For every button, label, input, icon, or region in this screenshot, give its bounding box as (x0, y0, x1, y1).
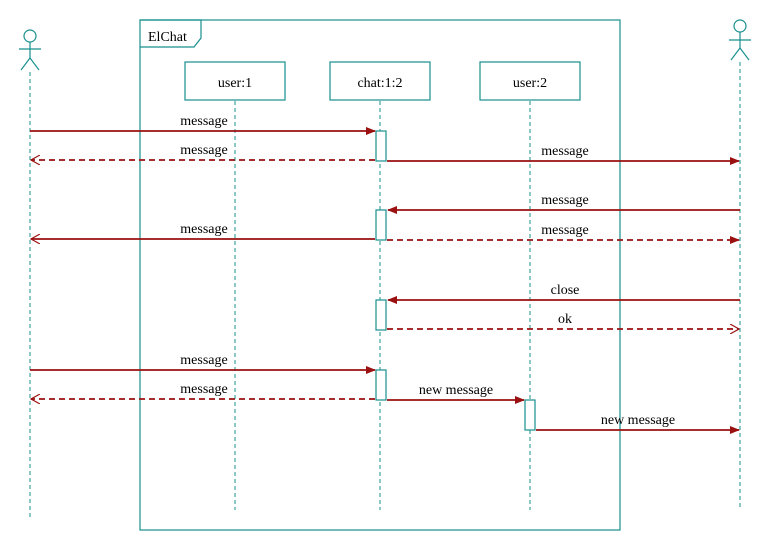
object-user1: user:1 (184, 61, 286, 101)
message-label: message (541, 193, 588, 208)
object-chat12: chat:1:2 (329, 61, 431, 101)
actor-right (729, 19, 751, 61)
activation-bar (375, 130, 387, 162)
message-label: message (180, 353, 227, 368)
message-labels: message message message message message … (180, 114, 675, 428)
activation-bar (375, 299, 387, 331)
activation-bar (375, 369, 387, 401)
object-label: chat:1:2 (357, 76, 402, 91)
message-label: message (180, 222, 227, 237)
activation-bar (524, 399, 536, 431)
message-label: message (180, 143, 227, 158)
message-label: message (541, 144, 588, 159)
actor-head (23, 29, 37, 43)
object-user2: user:2 (479, 61, 581, 101)
frame-title: ElChat (148, 30, 187, 45)
actor-head (733, 19, 747, 33)
message-label: close (551, 283, 580, 298)
message-label: message (180, 114, 227, 129)
frame: ElChat (139, 19, 621, 531)
message-label: new message (419, 383, 493, 398)
activations (375, 130, 536, 431)
object-label: user:2 (513, 76, 547, 91)
object-label: user:1 (218, 76, 252, 91)
actor-left (19, 29, 41, 71)
message-label: new message (601, 413, 675, 428)
messages (30, 127, 740, 434)
message-label: message (541, 223, 588, 238)
message-label: message (180, 382, 227, 397)
activation-bar (375, 209, 387, 241)
frame-title-tab (140, 19, 202, 48)
message-label: ok (558, 312, 572, 327)
